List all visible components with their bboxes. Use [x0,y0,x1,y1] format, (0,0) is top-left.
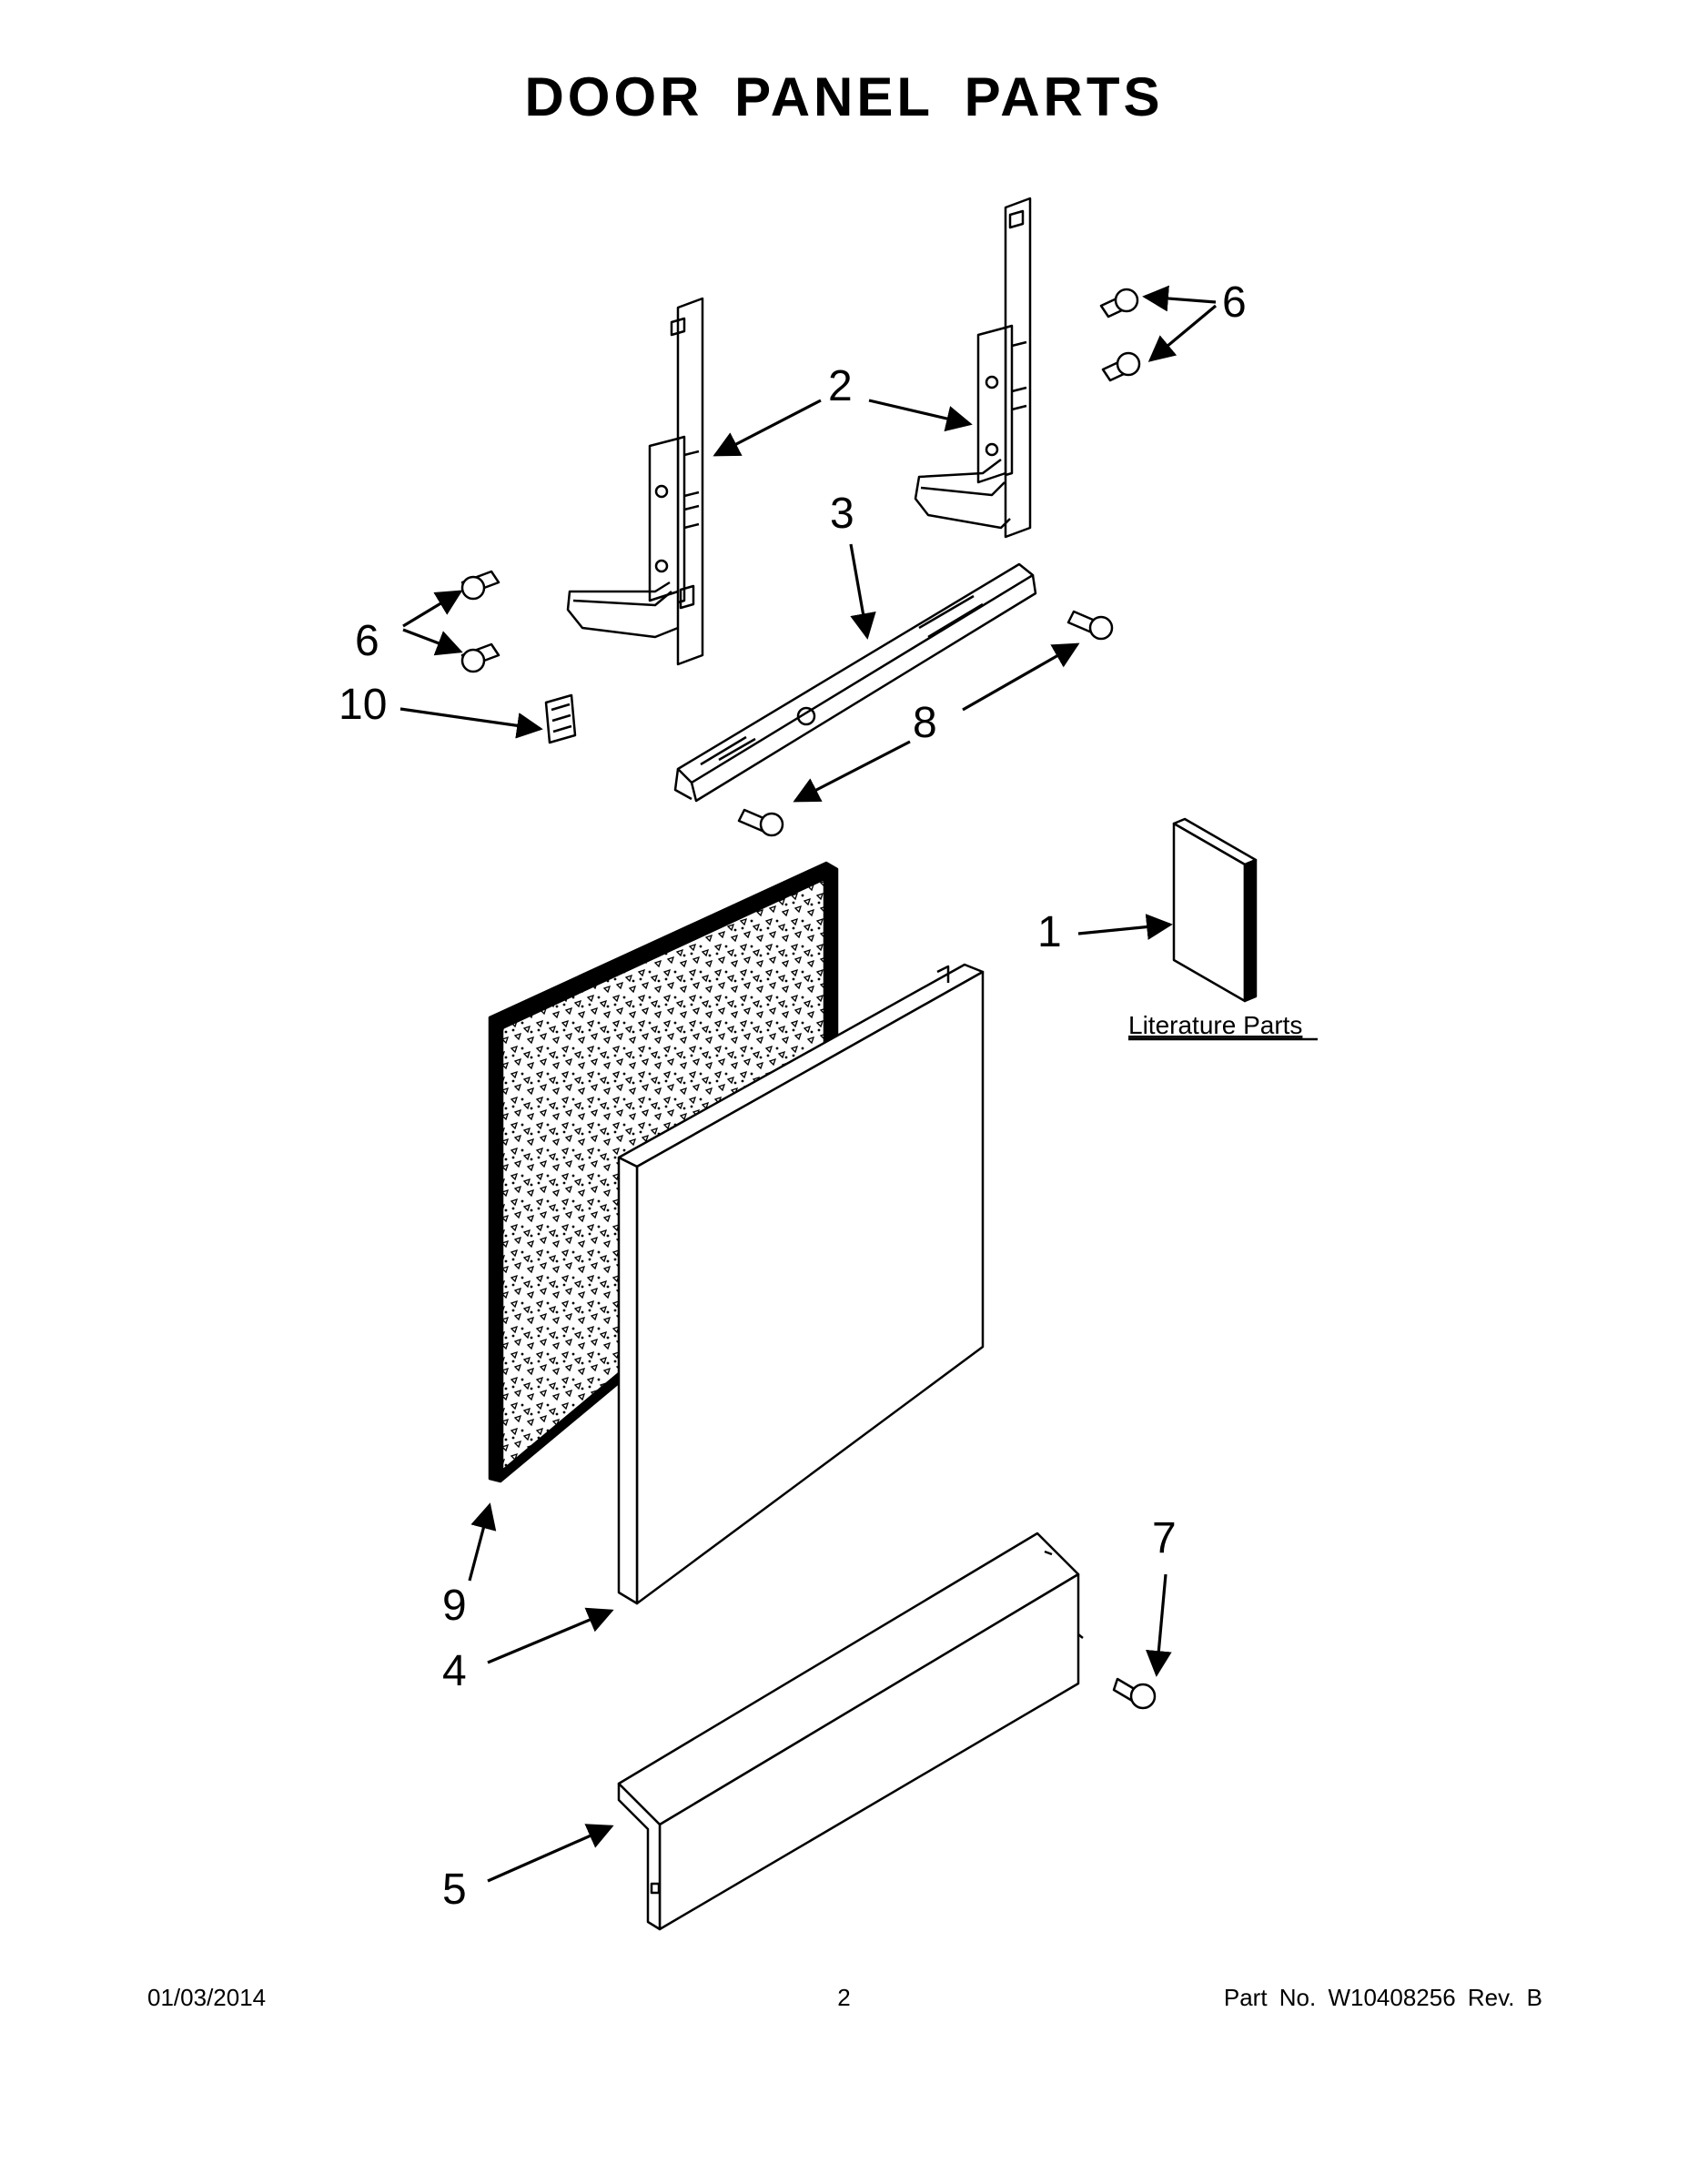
left-door-bracket [566,297,704,666]
literature-parts-label: Literature Parts [1128,1011,1302,1039]
callout-6-left: 6 [355,617,379,665]
door-panel [617,963,985,1605]
callout-10: 10 [339,681,387,729]
footer-page-number: 2 [837,1984,851,2011]
callout-1: 1 [1037,908,1062,956]
rail-screw-right [1066,610,1114,641]
footer-part-number: Part No. W10408256 Rev. B [1223,1984,1542,2011]
callout-2: 2 [828,362,853,410]
mounting-rail [673,562,1037,803]
toe-kick-screw [1112,1677,1157,1710]
callout-8: 8 [913,699,937,747]
page-title: DOOR PANEL PARTS [524,66,1164,127]
right-door-bracket [914,197,1032,539]
callout-5: 5 [442,1866,467,1914]
callout-3: 3 [830,490,854,538]
screw-left-upper [460,570,500,601]
literature-booklet [1172,817,1258,1003]
rail-screw-left [737,808,784,837]
callout-4: 4 [442,1647,467,1695]
callout-7: 7 [1152,1514,1177,1562]
screw-right-lower [1101,351,1141,382]
callout-9: 9 [442,1582,467,1630]
screw-left-lower [460,642,500,673]
toe-kick-panel [617,1532,1084,1931]
callout-6-right: 6 [1222,278,1247,327]
footer-date: 01/03/2014 [147,1984,267,2011]
leader-lines [399,285,1218,1883]
screw-right-upper [1099,288,1139,318]
panel-clip [544,693,577,744]
